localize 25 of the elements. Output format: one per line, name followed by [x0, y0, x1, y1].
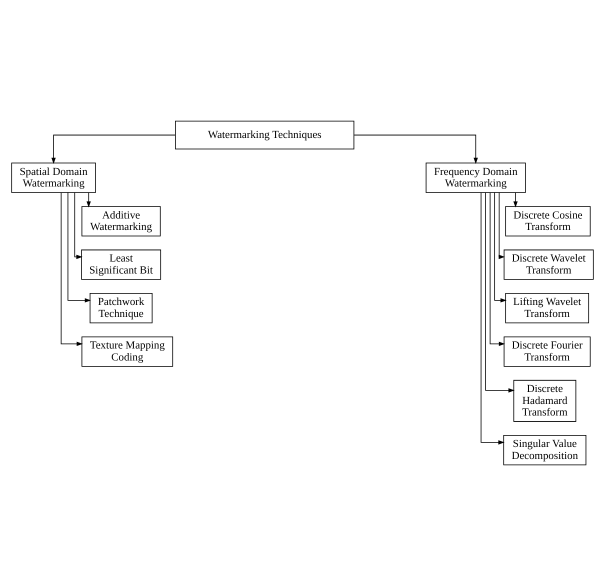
- node-box: Frequency Domain Watermarking: [426, 162, 526, 193]
- arrow: [74, 192, 83, 260]
- arrow: [480, 192, 505, 445]
- arrow: [494, 192, 507, 303]
- node-box: Discrete Hadamard Transform: [513, 380, 576, 422]
- node-box: Discrete Fourier Transform: [504, 336, 591, 367]
- arrow: [485, 192, 515, 393]
- node-box: Patchwork Technique: [90, 293, 153, 324]
- arrow: [60, 192, 83, 346]
- node-box: Additive Watermarking: [82, 206, 161, 236]
- node-box: Texture Mapping Coding: [82, 336, 174, 367]
- arrow: [68, 192, 92, 303]
- arrow: [86, 192, 91, 208]
- node-box: Discrete Wavelet Transform: [504, 250, 594, 280]
- node-box: Discrete Cosine Transform: [505, 206, 591, 236]
- arrow: [513, 192, 518, 208]
- arrow: [51, 134, 176, 164]
- node-box: Least Significant Bit: [81, 250, 162, 280]
- arrow: [490, 192, 506, 346]
- node-box: Singular Value Decomposition: [503, 435, 586, 466]
- node-box: Lifting Wavelet Transform: [505, 293, 590, 324]
- node-box: Watermarking Techniques: [175, 120, 354, 150]
- arrow: [354, 134, 478, 164]
- node-box: Spatial Domain Watermarking: [11, 162, 96, 193]
- arrow: [498, 192, 505, 260]
